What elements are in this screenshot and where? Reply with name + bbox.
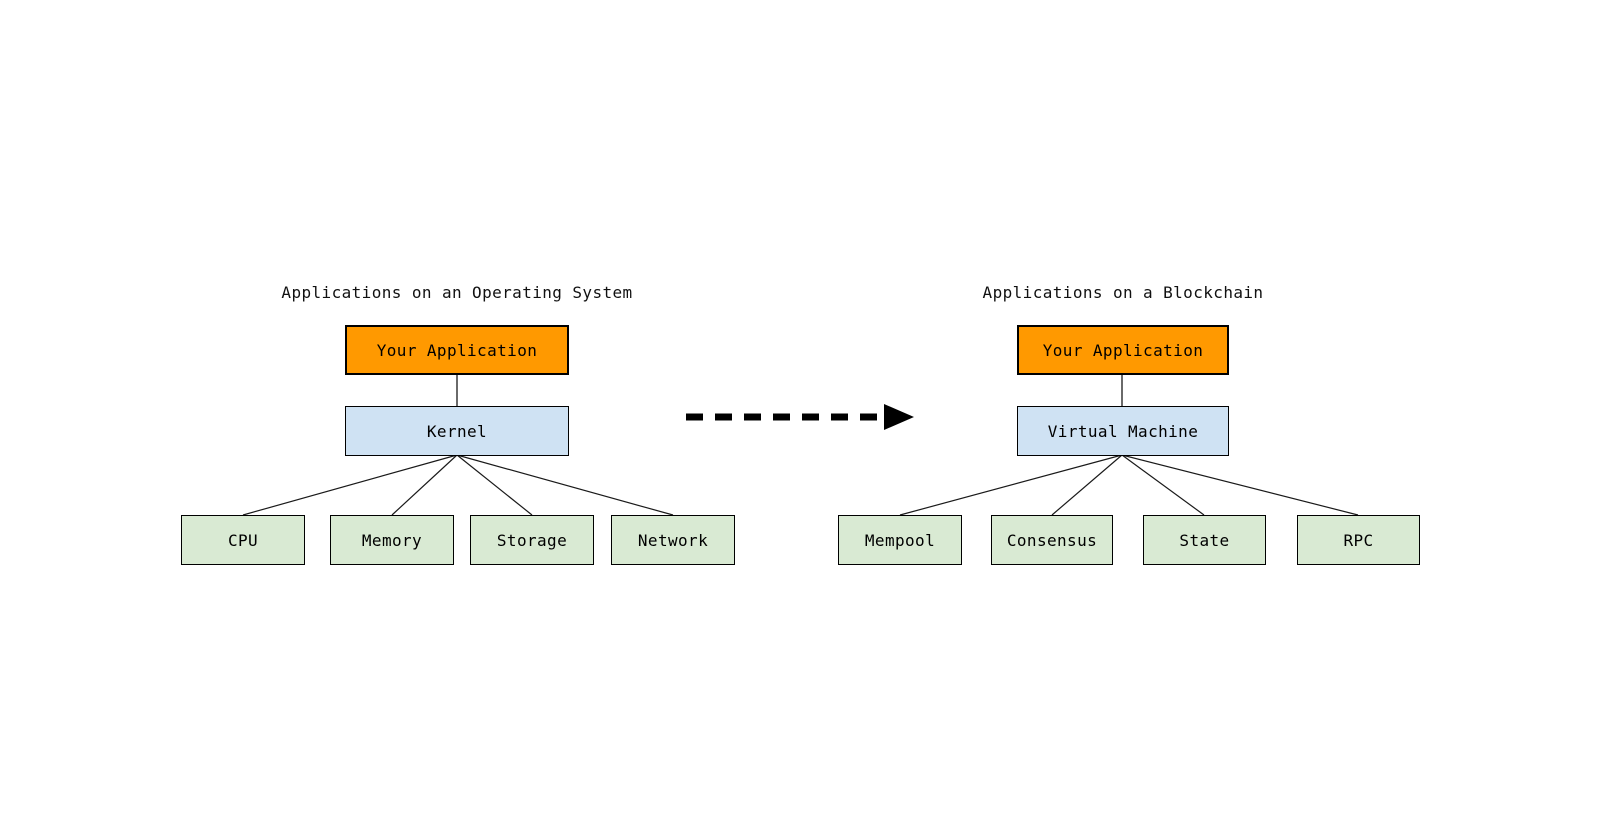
left-fan-line-memory [391,454,458,516]
left-fan-line-cpu [242,454,458,516]
os-your-application-box: Your Application [345,325,569,375]
chain-leaf-rpc-box: RPC [1297,515,1420,565]
chain-leaf-mempool-box: Mempool [838,515,962,565]
os-leaf-memory-box: Memory [330,515,454,565]
right-fan-line-rpc [1121,454,1359,516]
left-panel-title: Applications on an Operating System [281,283,633,302]
os-leaf-cpu-box: CPU [181,515,305,565]
right-fan-line-consensus [1051,454,1123,516]
left-fan-line-network [456,454,674,516]
right-panel-title: Applications on a Blockchain [982,283,1264,302]
left-fan-line-storage [456,454,533,516]
chain-leaf-state-box: State [1143,515,1266,565]
os-leaf-network-box: Network [611,515,735,565]
chain-your-application-box: Your Application [1017,325,1229,375]
chain-virtual-machine-box: Virtual Machine [1017,406,1229,456]
chain-leaf-consensus-box: Consensus [991,515,1113,565]
dashed-right-arrow-icon [686,404,914,430]
os-leaf-storage-box: Storage [470,515,594,565]
os-kernel-box: Kernel [345,406,569,456]
right-fan-line-mempool [899,454,1123,516]
right-fan-line-state [1121,454,1205,516]
